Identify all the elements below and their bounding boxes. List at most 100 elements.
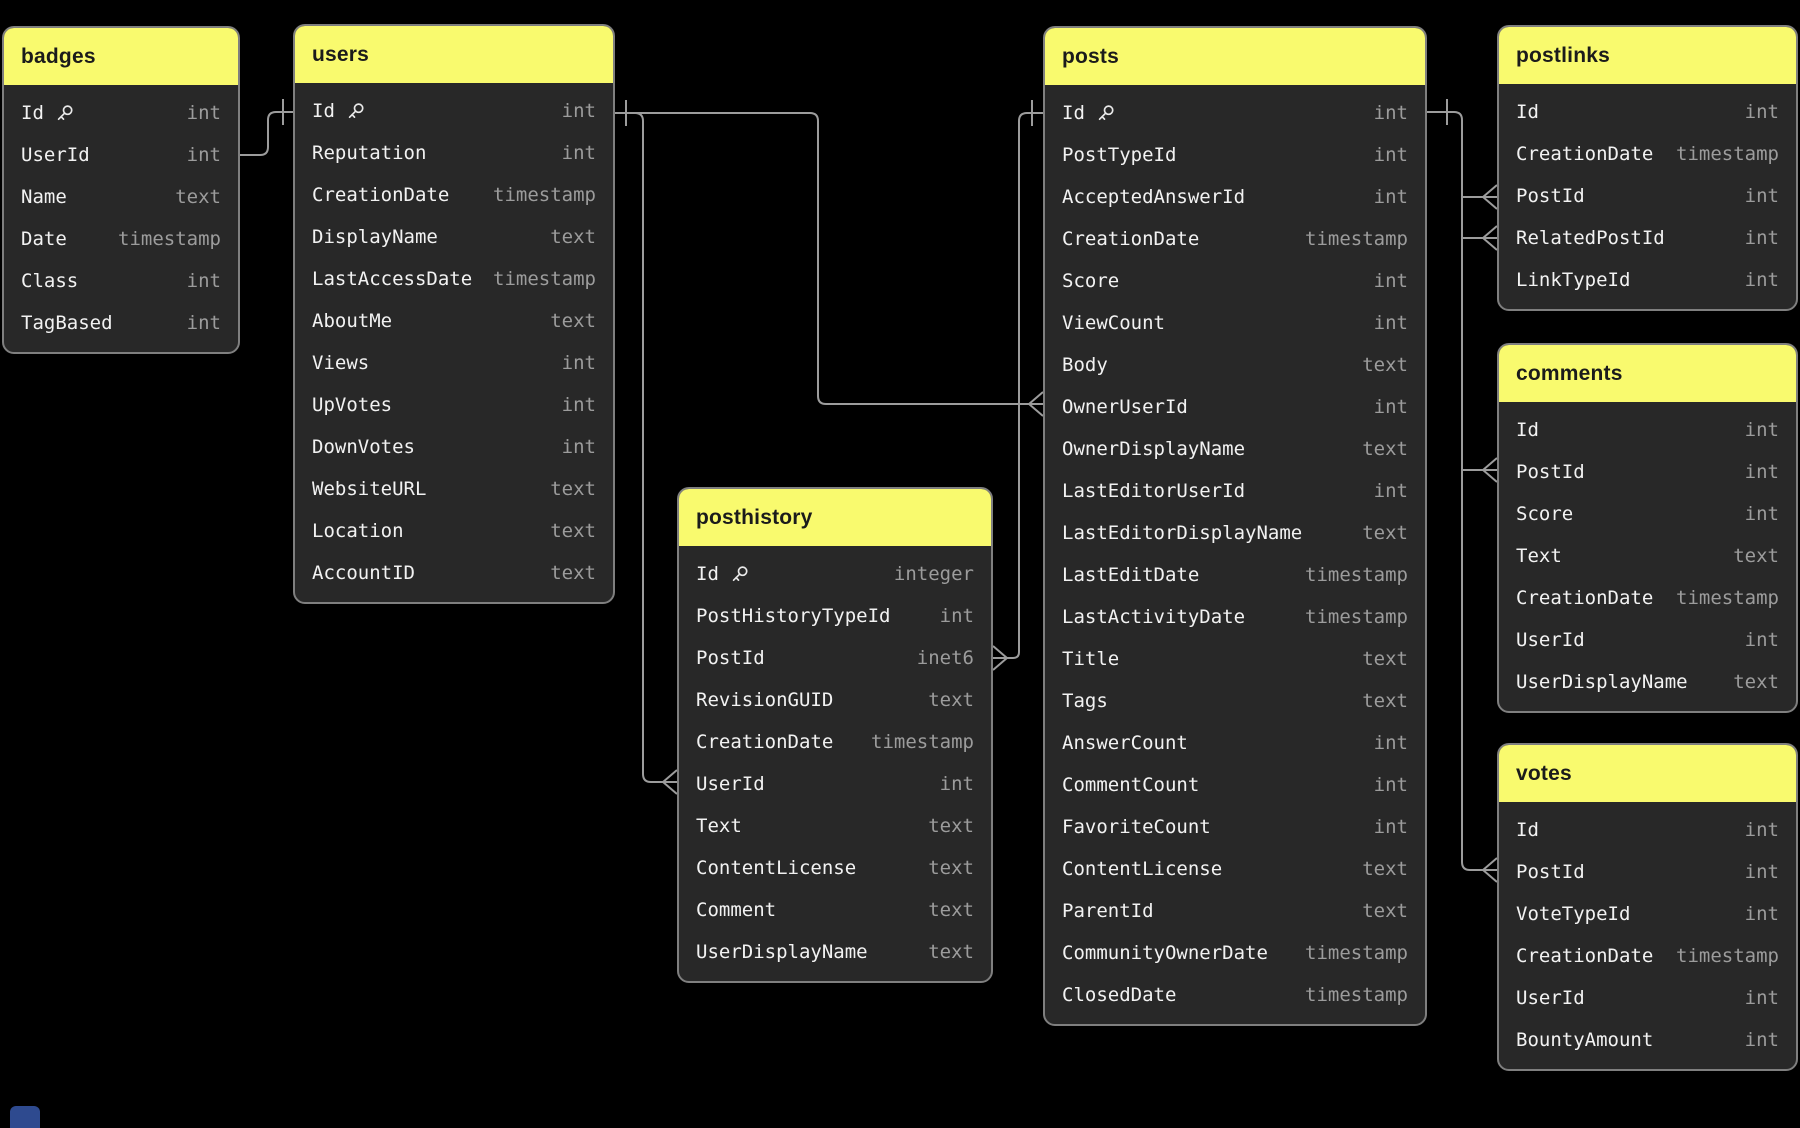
crow-foot-posts-Id-to-posthistory-PostId[interactable]: [992, 645, 1008, 671]
field-row-votes-PostId[interactable]: PostId int: [1499, 851, 1796, 893]
field-row-posts-Body[interactable]: Body text: [1045, 344, 1425, 386]
crow-foot-users-Id-to-posts-OwnerUserId[interactable]: [1028, 391, 1044, 417]
key-icon: [1096, 103, 1116, 123]
field-row-posts-Tags[interactable]: Tags text: [1045, 680, 1425, 722]
field-row-comments-UserDisplayName[interactable]: UserDisplayName text: [1499, 661, 1796, 703]
crow-foot-posts-Id-to-votes-PostId[interactable]: [1482, 857, 1498, 883]
field-row-posts-CommentCount[interactable]: CommentCount int: [1045, 764, 1425, 806]
field-row-posts-Title[interactable]: Title text: [1045, 638, 1425, 680]
field-row-posts-CreationDate[interactable]: CreationDate timestamp: [1045, 218, 1425, 260]
field-row-votes-CreationDate[interactable]: CreationDate timestamp: [1499, 935, 1796, 977]
field-row-users-CreationDate[interactable]: CreationDate timestamp: [295, 174, 613, 216]
field-row-posts-LastEditDate[interactable]: LastEditDate timestamp: [1045, 554, 1425, 596]
field-row-comments-Text[interactable]: Text text: [1499, 535, 1796, 577]
field-row-votes-UserId[interactable]: UserId int: [1499, 977, 1796, 1019]
field-row-users-Location[interactable]: Location text: [295, 510, 613, 552]
table-header[interactable]: users: [295, 26, 613, 83]
table-header[interactable]: badges: [4, 28, 238, 85]
field-row-postlinks-RelatedPostId[interactable]: RelatedPostId int: [1499, 217, 1796, 259]
field-row-badges-Name[interactable]: Name text: [4, 176, 238, 218]
field-name-label: Location: [312, 520, 404, 542]
field-row-posthistory-Comment[interactable]: Comment text: [679, 889, 991, 931]
field-row-users-Views[interactable]: Views int: [295, 342, 613, 384]
field-row-posthistory-UserId[interactable]: UserId int: [679, 763, 991, 805]
table-header[interactable]: comments: [1499, 345, 1796, 402]
field-row-postlinks-PostId[interactable]: PostId int: [1499, 175, 1796, 217]
field-row-users-WebsiteURL[interactable]: WebsiteURL text: [295, 468, 613, 510]
field-row-votes-Id[interactable]: Id int: [1499, 809, 1796, 851]
table-posts[interactable]: posts Id int PostTypeId int AcceptedAnsw…: [1043, 26, 1427, 1026]
field-row-users-AccountID[interactable]: AccountID text: [295, 552, 613, 594]
field-row-users-AboutMe[interactable]: AboutMe text: [295, 300, 613, 342]
field-row-posthistory-PostHistoryTypeId[interactable]: PostHistoryTypeId int: [679, 595, 991, 637]
field-row-posts-Score[interactable]: Score int: [1045, 260, 1425, 302]
field-row-badges-UserId[interactable]: UserId int: [4, 134, 238, 176]
field-row-users-Id[interactable]: Id int: [295, 90, 613, 132]
table-header[interactable]: posts: [1045, 28, 1425, 85]
field-row-posts-LastActivityDate[interactable]: LastActivityDate timestamp: [1045, 596, 1425, 638]
field-row-comments-PostId[interactable]: PostId int: [1499, 451, 1796, 493]
field-row-posts-AcceptedAnswerId[interactable]: AcceptedAnswerId int: [1045, 176, 1425, 218]
field-name-label: LinkTypeId: [1516, 269, 1631, 291]
field-row-users-Reputation[interactable]: Reputation int: [295, 132, 613, 174]
field-row-posts-OwnerDisplayName[interactable]: OwnerDisplayName text: [1045, 428, 1425, 470]
field-row-posts-FavoriteCount[interactable]: FavoriteCount int: [1045, 806, 1425, 848]
field-row-badges-Date[interactable]: Date timestamp: [4, 218, 238, 260]
field-row-votes-BountyAmount[interactable]: BountyAmount int: [1499, 1019, 1796, 1061]
field-row-badges-Class[interactable]: Class int: [4, 260, 238, 302]
crow-foot-users-Id-to-posthistory-UserId[interactable]: [662, 769, 678, 795]
relationship-users-Id-to-posts-OwnerUserId[interactable]: [615, 112, 1029, 405]
crow-foot-posts-Id-to-postlinks-RelatedPostId[interactable]: [1482, 225, 1498, 251]
field-row-users-DisplayName[interactable]: DisplayName text: [295, 216, 613, 258]
field-row-users-UpVotes[interactable]: UpVotes int: [295, 384, 613, 426]
field-row-posts-AnswerCount[interactable]: AnswerCount int: [1045, 722, 1425, 764]
field-row-posts-OwnerUserId[interactable]: OwnerUserId int: [1045, 386, 1425, 428]
field-row-posts-CommunityOwnerDate[interactable]: CommunityOwnerDate timestamp: [1045, 932, 1425, 974]
table-posthistory[interactable]: posthistory Id integer PostHistoryTypeId…: [677, 487, 993, 983]
field-row-postlinks-Id[interactable]: Id int: [1499, 91, 1796, 133]
logo-badge: [10, 1106, 40, 1128]
field-row-badges-Id[interactable]: Id int: [4, 92, 238, 134]
field-row-posts-PostTypeId[interactable]: PostTypeId int: [1045, 134, 1425, 176]
field-row-users-LastAccessDate[interactable]: LastAccessDate timestamp: [295, 258, 613, 300]
field-row-posthistory-PostId[interactable]: PostId inet6: [679, 637, 991, 679]
field-row-posthistory-ContentLicense[interactable]: ContentLicense text: [679, 847, 991, 889]
field-row-posthistory-Id[interactable]: Id integer: [679, 553, 991, 595]
relationship-posts-Id-to-posthistory-PostId[interactable]: [1007, 112, 1043, 659]
field-row-posts-ViewCount[interactable]: ViewCount int: [1045, 302, 1425, 344]
table-header[interactable]: votes: [1499, 745, 1796, 802]
field-row-postlinks-LinkTypeId[interactable]: LinkTypeId int: [1499, 259, 1796, 301]
field-row-posts-LastEditorUserId[interactable]: LastEditorUserId int: [1045, 470, 1425, 512]
field-row-posthistory-Text[interactable]: Text text: [679, 805, 991, 847]
field-row-users-DownVotes[interactable]: DownVotes int: [295, 426, 613, 468]
field-name-label: RevisionGUID: [696, 689, 834, 711]
field-row-comments-CreationDate[interactable]: CreationDate timestamp: [1499, 577, 1796, 619]
field-row-comments-Id[interactable]: Id int: [1499, 409, 1796, 451]
field-row-posts-LastEditorDisplayName[interactable]: LastEditorDisplayName text: [1045, 512, 1425, 554]
field-row-posts-ClosedDate[interactable]: ClosedDate timestamp: [1045, 974, 1425, 1016]
table-comments[interactable]: comments Id int PostId int Score int Tex…: [1497, 343, 1798, 713]
field-type: int: [1373, 102, 1408, 124]
table-votes[interactable]: votes Id int PostId int VoteTypeId int C…: [1497, 743, 1798, 1071]
crow-foot-posts-Id-to-postlinks-PostId[interactable]: [1482, 184, 1498, 210]
table-users[interactable]: users Id int Reputation int CreationDate…: [293, 24, 615, 604]
field-row-posts-ParentId[interactable]: ParentId text: [1045, 890, 1425, 932]
field-row-posts-Id[interactable]: Id int: [1045, 92, 1425, 134]
field-row-votes-VoteTypeId[interactable]: VoteTypeId int: [1499, 893, 1796, 935]
table-postlinks[interactable]: postlinks Id int CreationDate timestamp …: [1497, 25, 1798, 311]
field-row-posts-ContentLicense[interactable]: ContentLicense text: [1045, 848, 1425, 890]
field-row-postlinks-CreationDate[interactable]: CreationDate timestamp: [1499, 133, 1796, 175]
relationship-posts-Id-to-votes-PostId[interactable]: [1427, 111, 1483, 871]
crow-foot-posts-Id-to-comments-PostId[interactable]: [1482, 457, 1498, 483]
field-row-comments-Score[interactable]: Score int: [1499, 493, 1796, 535]
table-badges[interactable]: badges Id int UserId int Name text Date …: [2, 26, 240, 354]
field-row-posthistory-CreationDate[interactable]: CreationDate timestamp: [679, 721, 991, 763]
table-header[interactable]: postlinks: [1499, 27, 1796, 84]
table-header[interactable]: posthistory: [679, 489, 991, 546]
field-row-posthistory-RevisionGUID[interactable]: RevisionGUID text: [679, 679, 991, 721]
field-row-comments-UserId[interactable]: UserId int: [1499, 619, 1796, 661]
field-row-posthistory-UserDisplayName[interactable]: UserDisplayName text: [679, 931, 991, 973]
relationship-badges-UserId-to-users-Id[interactable]: [240, 111, 293, 156]
field-row-badges-TagBased[interactable]: TagBased int: [4, 302, 238, 344]
